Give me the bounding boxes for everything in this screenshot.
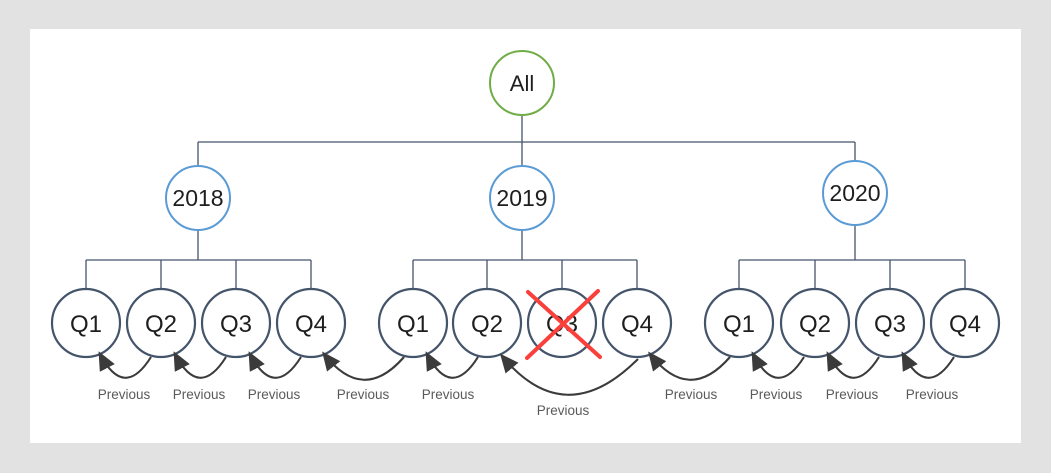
quarter-label: Q1 bbox=[723, 311, 755, 338]
node-2020-q4: Q4 bbox=[929, 287, 1001, 359]
previous-arrows bbox=[98, 351, 955, 396]
crossed-out-marker bbox=[525, 289, 602, 360]
previous-arrow bbox=[248, 351, 302, 379]
year-2019-circle bbox=[489, 165, 555, 231]
previous-label: Previous bbox=[98, 387, 151, 402]
node-year-2019: 2019 bbox=[489, 165, 555, 231]
year-2019-label: 2019 bbox=[496, 185, 547, 211]
node-2020-q3: Q3 bbox=[854, 287, 926, 359]
node-2019-q4: Q4 bbox=[601, 287, 673, 359]
quarter-label: Q2 bbox=[145, 311, 177, 338]
quarter-circle bbox=[451, 287, 523, 359]
node-2019-q2: Q2 bbox=[451, 287, 523, 359]
quarter-circle bbox=[854, 287, 926, 359]
group-2018-quarters: Q1 Q2 Q3 Q4 bbox=[50, 287, 347, 359]
previous-label: Previous bbox=[750, 387, 803, 402]
previous-label: Previous bbox=[422, 387, 475, 402]
quarter-label: Q3 bbox=[220, 311, 252, 338]
node-2018-q3: Q3 bbox=[200, 287, 272, 359]
year-2020-circle bbox=[822, 160, 888, 226]
previous-arrow bbox=[98, 351, 152, 379]
connector-2018-to-quarters bbox=[85, 230, 312, 289]
quarter-label: Q2 bbox=[471, 311, 503, 338]
previous-arrow bbox=[901, 351, 955, 379]
quarter-circle bbox=[779, 287, 851, 359]
previous-arrow bbox=[751, 351, 805, 379]
previous-label: Previous bbox=[826, 387, 879, 402]
cross-line-icon bbox=[525, 289, 600, 360]
quarter-circle bbox=[125, 287, 197, 359]
connector-2019-to-quarters bbox=[412, 230, 638, 289]
node-2018-q1: Q1 bbox=[50, 287, 122, 359]
group-2020-quarters: Q1 Q2 Q3 Q4 bbox=[703, 287, 1001, 359]
year-2020-label: 2020 bbox=[829, 180, 880, 206]
previous-label: Previous bbox=[337, 387, 390, 402]
all-node-circle bbox=[489, 50, 555, 116]
quarter-circle bbox=[601, 287, 673, 359]
node-2018-q4: Q4 bbox=[275, 287, 347, 359]
previous-label: Previous bbox=[665, 387, 718, 402]
node-year-2018: 2018 bbox=[165, 165, 231, 231]
previous-arrow bbox=[826, 351, 880, 379]
previous-label: Previous bbox=[173, 387, 226, 402]
node-2019-q1: Q1 bbox=[377, 287, 449, 359]
quarter-label: Q4 bbox=[949, 311, 981, 338]
previous-label: Previous bbox=[906, 387, 959, 402]
year-2018-circle bbox=[165, 165, 231, 231]
previous-labels: Previous Previous Previous Previous Prev… bbox=[98, 387, 959, 418]
quarter-circle bbox=[377, 287, 449, 359]
node-2020-q2: Q2 bbox=[779, 287, 851, 359]
connector-2020-to-quarters bbox=[738, 225, 966, 289]
node-2020-q1: Q1 bbox=[703, 287, 775, 359]
quarter-label: Q4 bbox=[621, 311, 653, 338]
previous-arrow bbox=[648, 351, 731, 381]
node-2018-q2: Q2 bbox=[125, 287, 197, 359]
quarter-circle bbox=[50, 287, 122, 359]
quarter-circle bbox=[703, 287, 775, 359]
previous-arrow bbox=[173, 351, 227, 379]
node-year-2020: 2020 bbox=[822, 160, 888, 226]
quarter-circle bbox=[200, 287, 272, 359]
quarter-label: Q4 bbox=[295, 311, 327, 338]
quarter-label: Q1 bbox=[397, 311, 429, 338]
previous-arrow-skip bbox=[499, 353, 639, 396]
previous-label: Previous bbox=[537, 403, 590, 418]
previous-label: Previous bbox=[248, 387, 301, 402]
quarter-circle bbox=[275, 287, 347, 359]
quarter-label: Q2 bbox=[799, 311, 831, 338]
quarter-label: Q3 bbox=[874, 311, 906, 338]
quarter-label: Q1 bbox=[70, 311, 102, 338]
connector-root-to-years bbox=[197, 114, 856, 166]
node-all: All bbox=[489, 50, 555, 116]
previous-arrow bbox=[322, 351, 405, 381]
all-node-label: All bbox=[510, 71, 534, 96]
previous-arrow bbox=[425, 351, 479, 379]
quarter-circle bbox=[929, 287, 1001, 359]
year-2018-label: 2018 bbox=[172, 185, 223, 211]
